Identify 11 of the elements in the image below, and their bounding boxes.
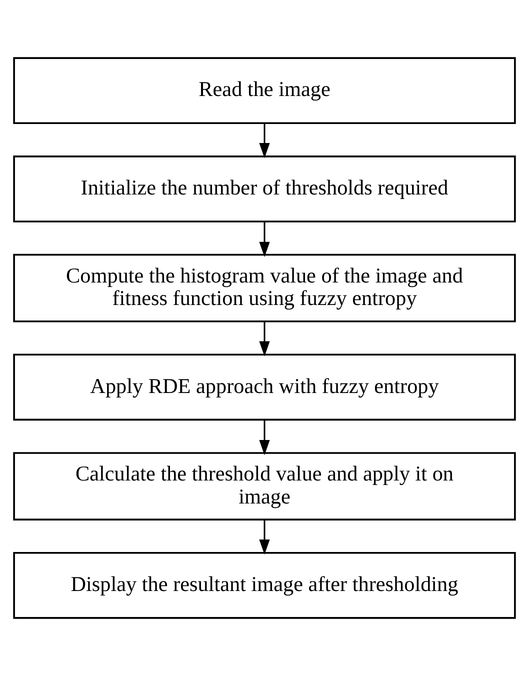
arrow — [259, 520, 270, 555]
node-box: Compute the histogram value of the image and fitness function using fuzzy entropy — [13, 254, 516, 322]
node-box: Display the resultant image after thresholding — [13, 552, 516, 619]
arrow — [259, 222, 270, 257]
node-box: Apply RDE approach with fuzzy entropy — [13, 354, 516, 421]
arrow — [259, 322, 270, 356]
arrow — [259, 420, 270, 456]
node-box: Calculate the threshold value and apply it on image — [13, 452, 516, 520]
node-box: Read the image — [13, 57, 516, 124]
node-box: Initialize the number of thresholds required — [13, 156, 516, 222]
arrow — [259, 123, 270, 158]
